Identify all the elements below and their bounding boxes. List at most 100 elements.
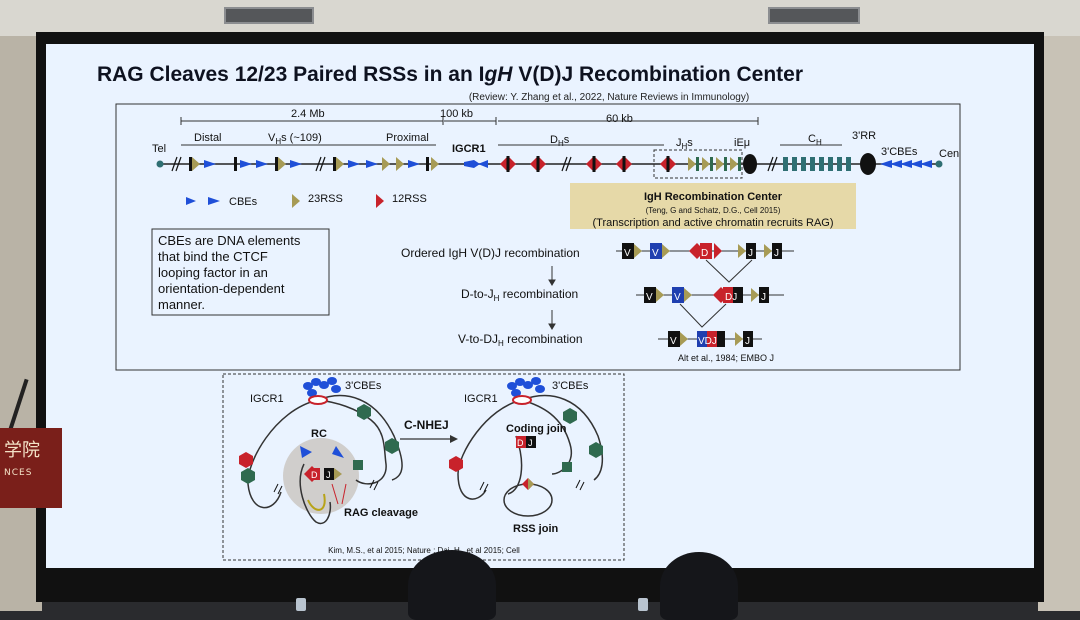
label-ch-sub: H xyxy=(816,138,822,147)
audience-head-left xyxy=(408,550,496,620)
left-olive-rss xyxy=(334,468,342,480)
iemu-enhancer xyxy=(743,154,757,174)
row3-vdj: VDJ xyxy=(698,336,717,347)
cbe-note-line2: that bind the CTCF xyxy=(158,249,268,264)
ceiling-vent-right xyxy=(768,7,860,24)
scale-2-4mb: 2.4 Mb xyxy=(291,108,325,120)
dh-segment xyxy=(500,156,516,172)
rag-arrow-2 xyxy=(341,483,347,505)
ceiling xyxy=(0,0,1080,36)
rc-box-text: (Transcription and active chromatin recr… xyxy=(592,217,833,229)
right-hexagon-3 xyxy=(589,442,603,458)
right-3cbes-label: 3'CBEs xyxy=(552,380,589,392)
label-jhs: JHs xyxy=(676,137,693,151)
rag-arrow-1 xyxy=(331,483,339,505)
label-vhs-v: V xyxy=(268,132,276,144)
label-jhs-j: J xyxy=(676,137,682,149)
row3-j: J xyxy=(745,336,750,347)
review-citation: (Review: Y. Zhang et al., 2022, Nature R… xyxy=(469,92,749,103)
jh-segments xyxy=(688,157,741,171)
3cbe-cluster xyxy=(880,160,932,168)
left-3cbes-label: 3'CBEs xyxy=(345,380,382,392)
left-loop: D J xyxy=(239,377,403,525)
left-d-box xyxy=(310,468,320,480)
legend-cbe-icon-2 xyxy=(208,197,220,205)
label-jhs-rest: s xyxy=(687,137,693,149)
rc-label: RC xyxy=(311,428,327,440)
rss-join-marker-olive xyxy=(528,478,534,490)
row2-v2: V xyxy=(674,292,681,303)
legend-12rss-icon xyxy=(376,194,384,208)
rss-join-label: RSS join xyxy=(513,523,559,535)
scale-100kb: 100 kb xyxy=(440,108,473,120)
row2-j: J xyxy=(761,292,766,303)
row1-v2: V xyxy=(652,248,659,259)
step-ordered: Ordered IgH V(D)J recombination xyxy=(401,246,580,260)
cbe-note-box xyxy=(151,228,330,316)
right-j-box xyxy=(526,436,536,448)
label-proximal: Proximal xyxy=(386,132,429,144)
right-d-letter: D xyxy=(517,438,524,448)
left-d-letter: D xyxy=(311,470,318,480)
step-v-to-djh-sub: H xyxy=(498,339,504,348)
left-hexagon-2 xyxy=(241,468,255,484)
label-vhs-sub: H xyxy=(275,137,281,146)
dh-segment xyxy=(586,156,602,172)
locus-frame xyxy=(115,103,961,371)
left-hexagon-4 xyxy=(385,438,399,454)
label-tel: Tel xyxy=(152,143,166,155)
right-j-letter: J xyxy=(528,438,533,448)
centromere-end xyxy=(935,160,943,168)
slide-canvas: RAG Cleaves 12/23 Paired RSSs in an IgH … xyxy=(97,63,961,561)
wall-right xyxy=(1038,36,1080,611)
row2-genes: V V DJ J xyxy=(644,287,769,303)
label-3cbes: 3'CBEs xyxy=(881,146,918,158)
row2-v1: V xyxy=(646,292,653,303)
left-cbe-cluster xyxy=(303,377,341,397)
row2-join xyxy=(679,303,727,328)
label-vhs-rest: s (~109) xyxy=(281,132,322,144)
label-jhs-sub: H xyxy=(682,142,688,151)
vh-segment xyxy=(234,157,268,171)
steps-citation: Alt et al., 1984; EMBO J xyxy=(678,353,774,363)
row1-j1: J xyxy=(748,248,753,259)
rag-cleavage-label: RAG cleavage xyxy=(344,507,418,519)
ch-region xyxy=(783,157,851,171)
podium: 学院 NCES xyxy=(0,428,62,508)
step-v-to-djh: V-to-DJH recombination xyxy=(458,332,583,348)
left-hexagon-1 xyxy=(239,452,253,468)
label-igcr1: IGCR1 xyxy=(452,143,486,155)
step-d-to-jh-sub: H xyxy=(494,294,500,303)
dh-segment xyxy=(530,156,546,172)
rc-box-citation: (Teng, G and Schatz, D.G., Cell 2015) xyxy=(646,206,781,215)
slide-title: RAG Cleaves 12/23 Paired RSSs in an IgH … xyxy=(97,63,803,86)
rc-dashed-box xyxy=(653,149,743,179)
step-d-to-jh: D-to-JH recombination xyxy=(461,287,578,303)
podium-subtext: NCES xyxy=(4,468,33,478)
step-arrows xyxy=(548,266,556,330)
vh-segment xyxy=(275,157,302,171)
label-vhs: VHs (~109) xyxy=(268,132,322,146)
scale-bars xyxy=(180,117,759,125)
left-hexagon-3 xyxy=(357,404,371,420)
legend-cbes: CBEs xyxy=(229,196,258,208)
right-loop: D J xyxy=(449,377,604,517)
cnhej-arrowhead xyxy=(450,435,458,443)
vh-segment xyxy=(333,157,360,171)
slide-title-part2: gH xyxy=(483,63,513,86)
left-blue-cbe-1 xyxy=(300,446,312,458)
row1-v1: V xyxy=(624,248,631,259)
label-distal: Distal xyxy=(194,132,222,144)
row3-genes: V VDJ J xyxy=(668,331,753,347)
left-igcr1-ring xyxy=(308,395,328,405)
label-iemu: iEμ xyxy=(734,137,750,149)
left-igcr1-label: IGCR1 xyxy=(250,393,284,405)
vh-segments xyxy=(189,157,439,171)
right-hexagon-1 xyxy=(449,456,463,472)
vh-segment xyxy=(396,157,420,171)
ceiling-vent-left xyxy=(224,7,314,24)
rc-ellipse xyxy=(283,438,359,514)
right-d-box xyxy=(516,436,526,448)
label-cen: Cen xyxy=(939,148,959,160)
bottle-1 xyxy=(296,598,306,611)
